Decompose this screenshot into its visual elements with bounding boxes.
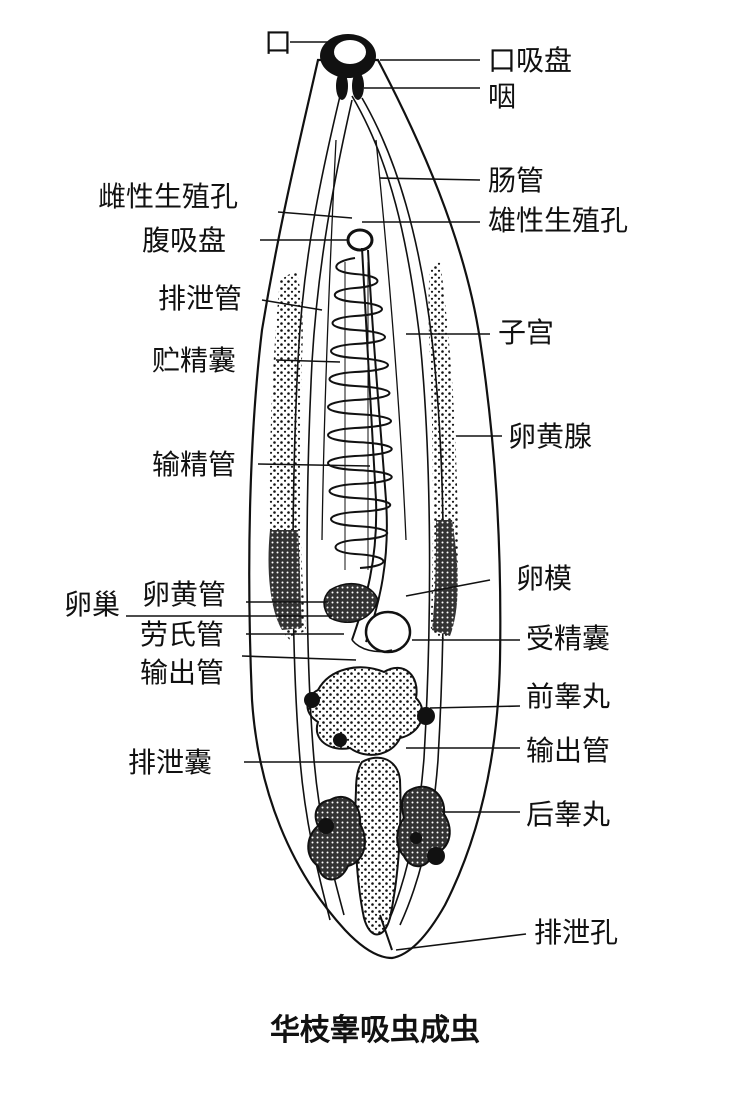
label-anterior-testis: 前睾丸 — [526, 680, 610, 713]
label-pharynx: 咽 — [488, 80, 516, 113]
label-oral-sucker: 口吸盘 — [488, 44, 572, 77]
figure-caption: 华枝睾吸虫成虫 — [270, 1013, 480, 1048]
vitellaria — [268, 260, 458, 640]
label-excretory-duct: 排泄管 — [158, 282, 242, 315]
uterus-coils — [327, 257, 393, 570]
label-mouth: 口 — [264, 26, 292, 59]
label-uterus: 子宫 — [498, 316, 554, 349]
oral-sucker — [320, 34, 376, 78]
label-laurer-canal: 劳氏管 — [140, 618, 224, 651]
anterior-testis — [304, 666, 435, 756]
right-labels: 口吸盘 咽 肠管 雄性生殖孔 子宫 卵黄腺 卵模 受精囊 前睾丸 输出管 后睾丸… — [488, 44, 628, 949]
label-oviduct-left: 输出管 — [140, 656, 224, 689]
label-excretory-pore: 排泄孔 — [534, 916, 618, 949]
label-ootype: 卵模 — [516, 562, 572, 595]
pharynx — [336, 72, 364, 100]
label-intestine: 肠管 — [488, 164, 544, 197]
label-vas-deferens: 输精管 — [152, 448, 236, 481]
label-ventral-sucker: 腹吸盘 — [142, 224, 226, 257]
excretory-bladder — [354, 756, 402, 936]
label-efferent-duct: 输出管 — [526, 734, 610, 767]
fluke-body — [248, 58, 502, 960]
label-vitellaria: 卵黄腺 — [508, 420, 592, 453]
label-seminal-receptacle: 受精囊 — [526, 622, 610, 655]
ventral-sucker — [346, 228, 374, 252]
label-vitelline-duct: 卵黄管 — [142, 578, 226, 611]
label-posterior-testis: 后睾丸 — [526, 798, 610, 831]
label-ovary: 卵巢 — [64, 588, 120, 621]
body-outline — [248, 58, 502, 960]
left-labels: 口 雌性生殖孔 腹吸盘 排泄管 贮精囊 输精管 卵巢 卵黄管 劳氏管 输出管 排… — [64, 26, 292, 779]
excretory-ducts — [321, 139, 407, 541]
label-seminal-vesicle: 贮精囊 — [152, 344, 236, 377]
excretory-pore — [379, 914, 393, 951]
label-female-pore: 雌性生殖孔 — [98, 180, 238, 213]
posterior-testis — [307, 785, 451, 881]
seminal-receptacle — [364, 610, 412, 654]
label-excretory-bladder: 排泄囊 — [128, 746, 212, 779]
ovary-complex — [323, 582, 412, 654]
label-male-pore: 雄性生殖孔 — [488, 204, 628, 237]
leader-lines — [126, 41, 527, 951]
